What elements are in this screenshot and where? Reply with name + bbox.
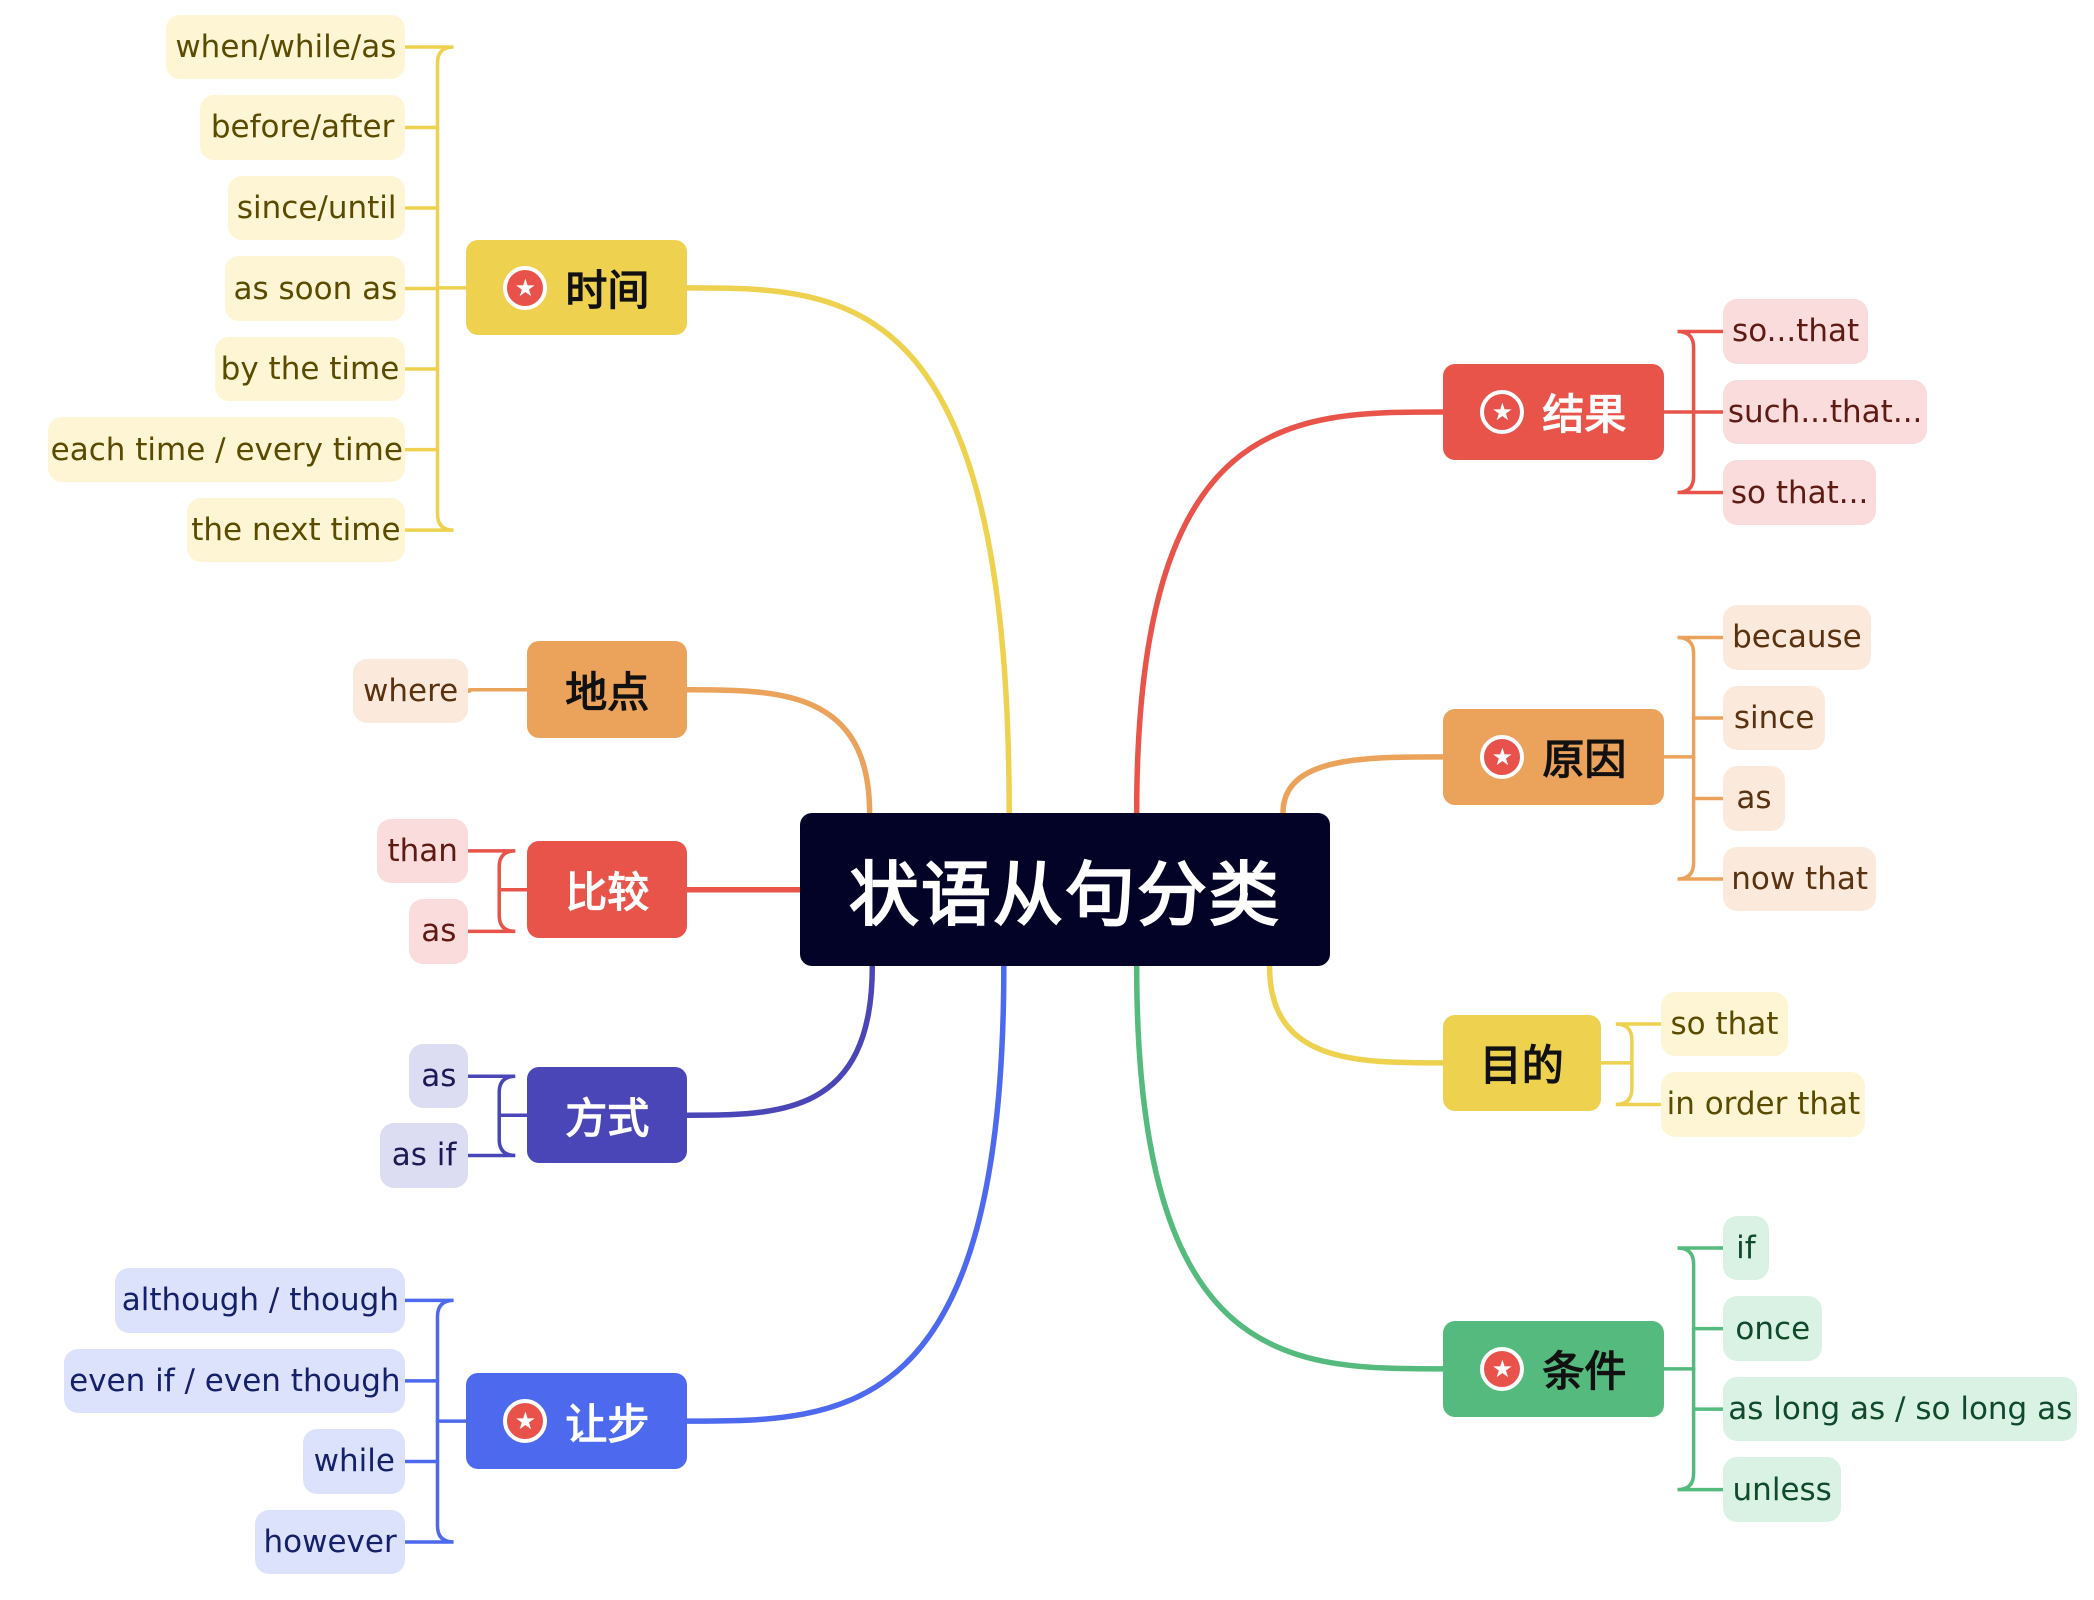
leaf-item[interactable]: where bbox=[352, 658, 469, 724]
leaf-connector-reason-0 bbox=[1677, 635, 1725, 759]
branch-connector-concession bbox=[684, 963, 1007, 1424]
branch-connector-condition bbox=[1133, 963, 1446, 1372]
leaf-item[interactable]: because bbox=[1723, 605, 1871, 670]
leaf-connector-condition-3 bbox=[1677, 1367, 1725, 1492]
branch-connector-purpose bbox=[1266, 963, 1446, 1066]
branch-node-result[interactable]: ★ 结果 bbox=[1442, 363, 1665, 461]
leaf-connector-manner-0 bbox=[466, 1074, 516, 1117]
branch-connector-time bbox=[684, 285, 1012, 817]
leaf-item[interactable]: since/until bbox=[228, 175, 406, 241]
leaf-connector-purpose-1 bbox=[1615, 1061, 1664, 1107]
branch-node-reason[interactable]: ★ 原因 bbox=[1442, 708, 1665, 806]
leaf-item[interactable]: once bbox=[1723, 1296, 1823, 1361]
leaf-item[interactable]: as soon as bbox=[225, 256, 406, 321]
branch-connector-manner bbox=[684, 963, 876, 1118]
branch-connector-place bbox=[684, 687, 873, 817]
leaf-item[interactable]: as bbox=[409, 899, 469, 964]
leaf-item[interactable]: before/after bbox=[199, 95, 406, 160]
leaf-connector-purpose-0 bbox=[1615, 1022, 1664, 1065]
leaf-connector-result-0 bbox=[1677, 329, 1725, 414]
leaf-item[interactable]: now that bbox=[1723, 846, 1877, 912]
star-icon: ★ bbox=[503, 1399, 548, 1444]
leaf-item[interactable]: the next time bbox=[186, 497, 406, 563]
branch-node-purpose[interactable]: 目的 bbox=[1442, 1014, 1601, 1112]
branch-node-manner[interactable]: 方式 bbox=[527, 1066, 688, 1164]
leaf-connector-condition-0 bbox=[1677, 1246, 1725, 1371]
star-icon: ★ bbox=[503, 265, 548, 310]
leaf-item[interactable]: as if bbox=[379, 1123, 469, 1188]
leaf-connector-concession-3 bbox=[403, 1419, 454, 1544]
leaf-item[interactable]: by the time bbox=[214, 336, 406, 402]
leaf-item[interactable]: in order that bbox=[1661, 1072, 1866, 1137]
root-node[interactable]: 状语从句分类 bbox=[799, 813, 1330, 967]
branch-label: 目的 bbox=[1479, 1041, 1564, 1091]
leaf-connector-manner-1 bbox=[466, 1113, 516, 1158]
leaf-item[interactable]: than bbox=[377, 818, 469, 884]
branch-label: 条件 bbox=[1542, 1347, 1627, 1397]
leaf-item[interactable]: since bbox=[1723, 685, 1826, 751]
leaf-connector-comparison-1 bbox=[466, 887, 516, 934]
leaf-connector-reason-3 bbox=[1677, 755, 1725, 881]
branch-node-comparison[interactable]: 比较 bbox=[527, 841, 688, 939]
leaf-item[interactable]: as long as / so long as bbox=[1723, 1376, 2078, 1442]
leaf-item[interactable]: when/while/as bbox=[166, 14, 406, 80]
star-icon: ★ bbox=[1480, 389, 1525, 434]
leaf-item[interactable]: so that bbox=[1661, 991, 1788, 1057]
leaf-item[interactable]: however bbox=[254, 1509, 406, 1575]
star-icon: ★ bbox=[1480, 734, 1525, 779]
leaf-item[interactable]: such...that... bbox=[1723, 379, 1928, 445]
leaf-item[interactable]: although / though bbox=[115, 1268, 406, 1333]
leaf-item[interactable]: each time / every time bbox=[48, 417, 406, 482]
leaf-item[interactable]: so that... bbox=[1723, 460, 1877, 525]
branch-label: 地点 bbox=[565, 668, 650, 718]
leaf-item[interactable]: while bbox=[303, 1429, 406, 1494]
branch-node-time[interactable]: ★ 时间 bbox=[465, 240, 688, 336]
leaf-item[interactable]: unless bbox=[1723, 1457, 1842, 1522]
branch-label: 让步 bbox=[565, 1399, 650, 1449]
branch-label: 时间 bbox=[565, 266, 650, 316]
leaf-item[interactable]: as bbox=[1723, 766, 1785, 831]
leaf-connector-concession-0 bbox=[403, 1298, 454, 1423]
branch-label: 比较 bbox=[565, 868, 650, 918]
leaf-connector-time-6 bbox=[403, 286, 454, 532]
leaf-item[interactable]: if bbox=[1723, 1215, 1769, 1281]
leaf-item[interactable]: so...that bbox=[1723, 299, 1869, 364]
leaf-item[interactable]: even if / even though bbox=[64, 1348, 406, 1414]
branch-connector-reason bbox=[1280, 754, 1446, 817]
branch-node-condition[interactable]: ★ 条件 bbox=[1442, 1320, 1665, 1418]
branch-label: 结果 bbox=[1542, 390, 1627, 440]
leaf-item[interactable]: as bbox=[409, 1044, 469, 1109]
leaf-connector-time-0 bbox=[403, 45, 454, 290]
leaf-connector-comparison-0 bbox=[466, 849, 516, 892]
star-icon: ★ bbox=[1480, 1346, 1525, 1391]
branch-label: 原因 bbox=[1542, 735, 1627, 785]
branch-connector-result bbox=[1133, 409, 1446, 817]
branch-node-place[interactable]: 地点 bbox=[527, 641, 688, 739]
branch-label: 方式 bbox=[565, 1093, 650, 1143]
branch-node-concession[interactable]: ★ 让步 bbox=[465, 1372, 688, 1470]
leaf-connector-result-2 bbox=[1677, 410, 1725, 495]
